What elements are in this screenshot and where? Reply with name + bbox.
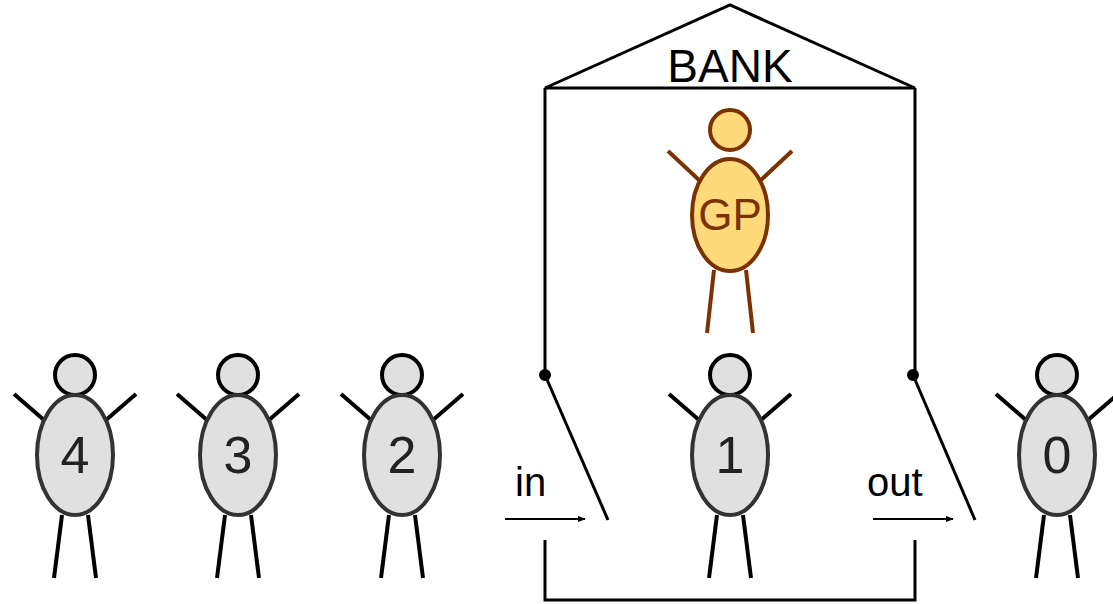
flow-arrows [505,518,953,520]
gate-switches [541,371,976,521]
flow-label: out [867,462,923,502]
gp-body: GP [690,157,770,273]
gp-limbs [668,110,792,333]
bank-name: BANK [545,43,915,89]
person-label: 0 [1017,429,1097,481]
person-body: 4 [35,393,115,517]
flow-label: in [515,462,546,502]
person-label: 2 [362,429,442,481]
person-label: 3 [198,429,278,481]
person-limbs [14,355,1113,578]
person-body: 1 [690,393,770,517]
person-label: 1 [690,429,770,481]
bank-building: BANK GP 1 [545,5,915,601]
person-body: 2 [362,393,442,517]
person-body: 0 [1017,393,1097,517]
person-body: 3 [198,393,278,517]
person-label: GP [690,193,770,237]
person-label: 4 [35,429,115,481]
